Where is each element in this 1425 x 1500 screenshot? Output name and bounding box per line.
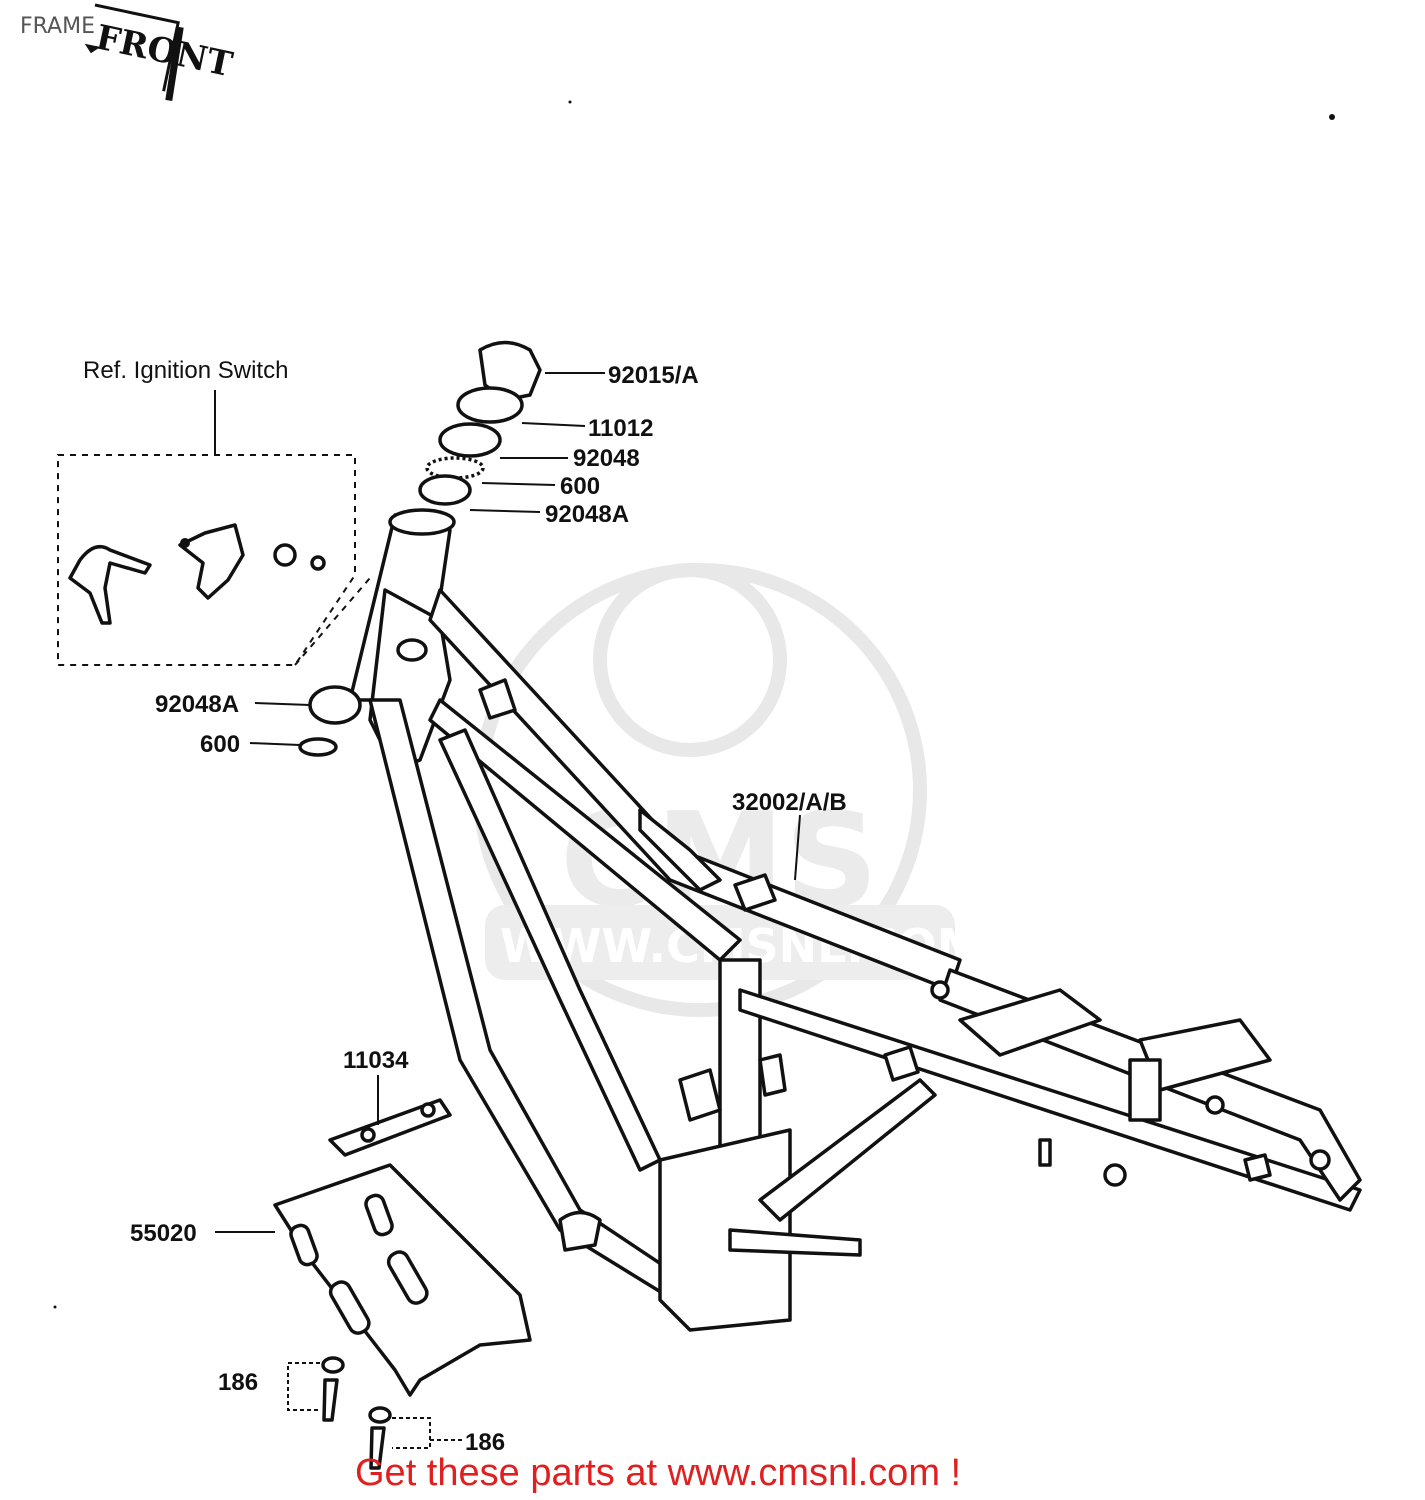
label-92048A-top: 92048A (545, 501, 629, 528)
bolts-186 (321, 1356, 392, 1470)
label-92048: 92048 (573, 445, 640, 472)
front-stamp: FRONT (84, 3, 236, 101)
front-arrow-icon (84, 43, 101, 54)
label-600-low: 600 (200, 731, 240, 758)
label-92015A: 92015/A (608, 362, 699, 389)
motorcycle-frame (348, 508, 1362, 1332)
lower-steering-parts (298, 685, 362, 757)
skid-plate-55020 (273, 1163, 532, 1397)
ignition-key-icon (68, 523, 326, 625)
label-92048A-low: 92048A (155, 691, 239, 718)
label-11012: 11012 (588, 415, 653, 442)
part-labels: 92015/A 11012 92048 600 92048A 92048A 60… (130, 362, 847, 1456)
label-32002AB: 32002/A/B (732, 789, 847, 816)
front-stamp-text: FRONT (92, 17, 236, 85)
label-186-right: 186 (465, 1429, 505, 1456)
bracket-11034 (328, 1098, 452, 1157)
label-55020: 55020 (130, 1220, 197, 1247)
steering-stem-parts (418, 340, 542, 506)
label-11034: 11034 (343, 1047, 409, 1074)
label-600-top: 600 (560, 473, 600, 500)
label-186-left: 186 (218, 1369, 258, 1396)
inset-label: Ref. Ignition Switch (83, 357, 288, 384)
footer-promo-text: Get these parts at www.cmsnl.com ! (355, 1452, 962, 1494)
page-title: FRAME (20, 14, 95, 39)
ignition-switch-inset: Ref. Ignition Switch (57, 357, 371, 666)
